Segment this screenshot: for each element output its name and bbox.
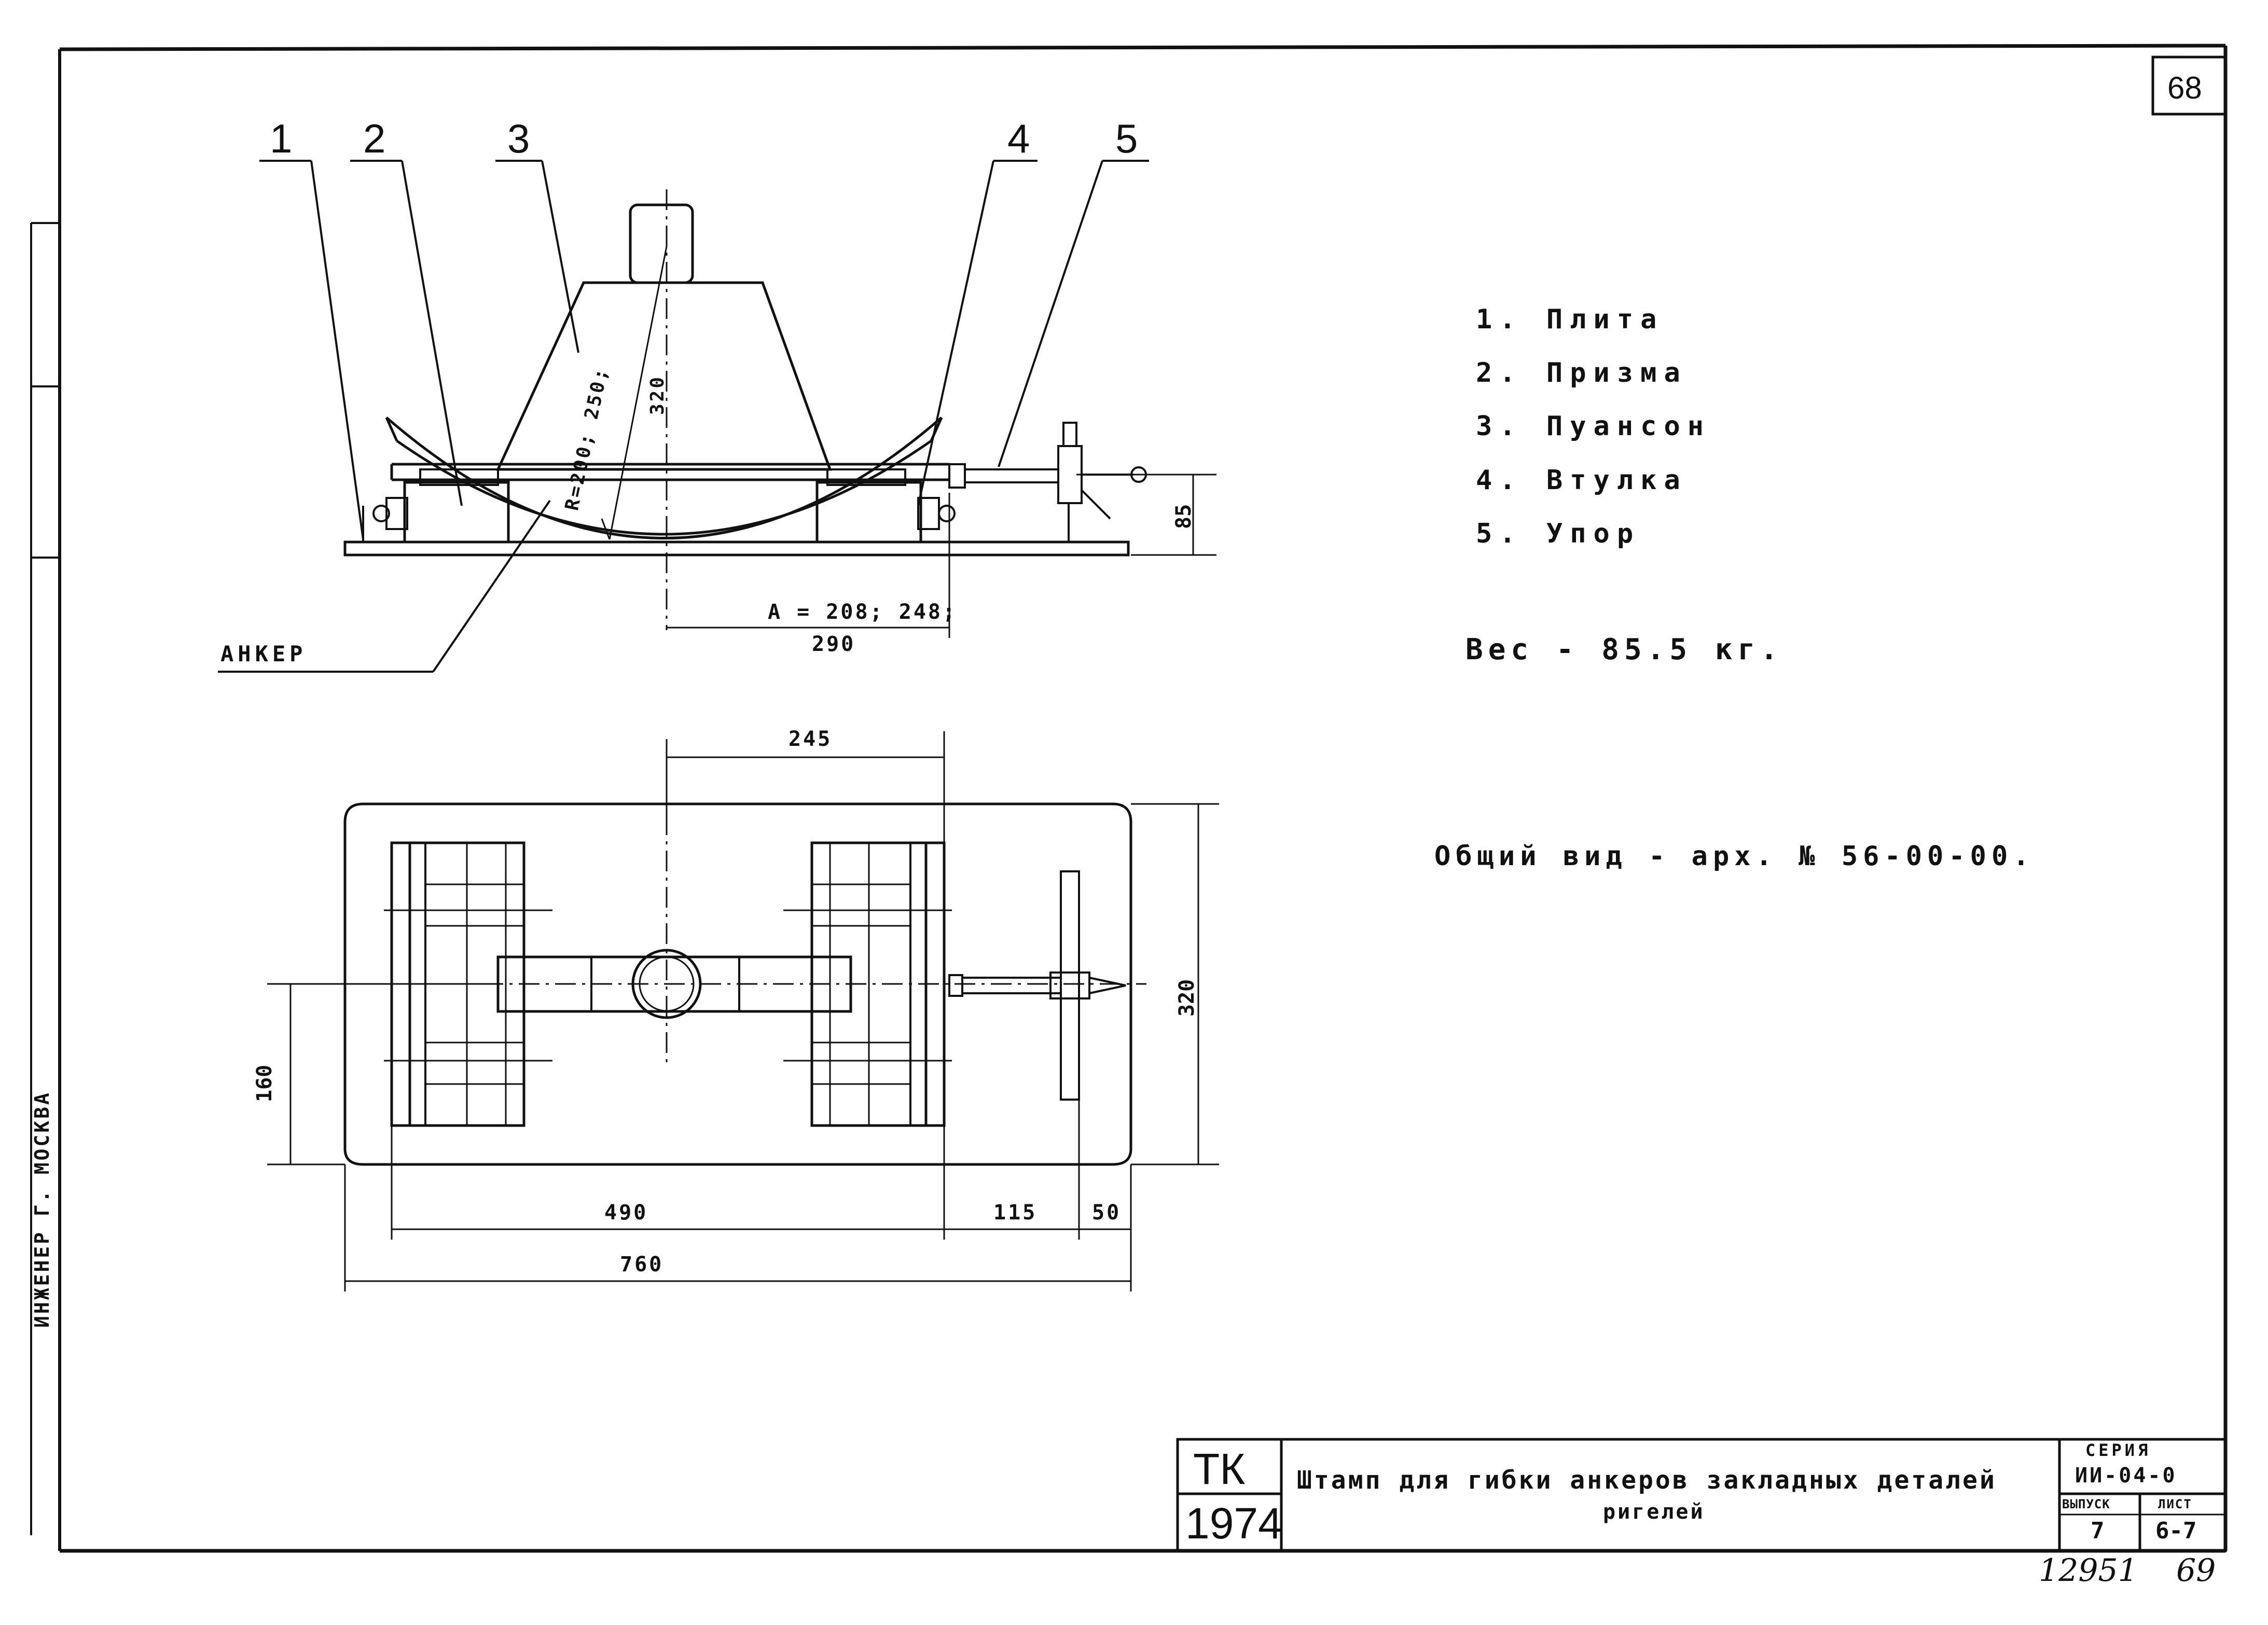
sheet-value: 6-7 xyxy=(2155,1518,2197,1544)
punch xyxy=(496,281,832,471)
sheet-frame xyxy=(30,44,2228,1553)
legend-item-2: 2. Призма xyxy=(1476,357,1688,388)
dim-760: 760 xyxy=(620,1253,664,1276)
front-view xyxy=(343,203,1147,557)
radius-dim-line2: 320 xyxy=(647,374,668,415)
plan-dimensions xyxy=(267,731,1219,1291)
general-view-note: Общий вид - арх. № 56-00-00. xyxy=(1434,841,2035,872)
handwritten-page: 69 xyxy=(2176,1552,2216,1589)
drawing-title-line1: Штамп для гибки анкеров закладных детале… xyxy=(1297,1466,1997,1495)
legend-item-1: 1. Плита xyxy=(1476,304,1664,335)
base-plate xyxy=(343,540,1130,557)
dim-160: 160 xyxy=(253,1064,276,1102)
a-dim-line1: А = 208; 248; xyxy=(768,600,958,624)
weight-note: Вес - 85.5 кг. xyxy=(1465,633,1783,666)
issue-value: 7 xyxy=(2091,1518,2105,1544)
radius-leaders xyxy=(601,246,668,540)
callout-leaders xyxy=(218,160,1149,673)
title-block xyxy=(1176,1438,2227,1552)
issue-label: ВЫПУСК xyxy=(2062,1497,2110,1511)
sheet-number: 68 xyxy=(2167,71,2202,105)
stop-device xyxy=(948,422,1147,542)
handwritten-number: 12951 xyxy=(2039,1552,2138,1589)
legend-item-3: 3. Пуансон xyxy=(1476,411,1711,442)
left-prism xyxy=(403,481,510,544)
dim-115: 115 xyxy=(993,1201,1038,1225)
anchor-label: АНКЕР xyxy=(220,641,307,666)
dim-50: 50 xyxy=(1092,1201,1122,1225)
callout-4: 4 xyxy=(1007,116,1030,161)
dim-490: 490 xyxy=(604,1201,648,1225)
plan-base-plate xyxy=(343,802,1132,1166)
dim-245: 245 xyxy=(789,727,833,751)
side-stamp: ИНЖЕНЕР Г. МОСКВА xyxy=(31,1091,53,1328)
title-year: 1974 xyxy=(1185,1499,1282,1548)
series-label: СЕРИЯ xyxy=(2085,1440,2151,1460)
drawing-title-line2: ригелей xyxy=(1603,1500,1705,1524)
title-org: ТК xyxy=(1193,1445,1246,1493)
a-dim-line2: 290 xyxy=(812,632,856,656)
callout-1: 1 xyxy=(270,116,293,161)
plan-stop-bar xyxy=(1060,870,1080,1101)
callout-3: 3 xyxy=(507,116,530,161)
plan-view xyxy=(343,802,1132,1166)
legend-item-4: 4. Втулка xyxy=(1476,465,1688,496)
legend-item-5: 5. Упор xyxy=(1476,518,1641,549)
series-value: ИИ-04-0 xyxy=(2075,1464,2177,1488)
sheet-label: ЛИСТ xyxy=(2158,1497,2192,1511)
dim-320: 320 xyxy=(1175,979,1199,1017)
right-prism xyxy=(815,481,922,544)
anchor-inner xyxy=(396,439,932,536)
punch-stem xyxy=(629,203,694,284)
anchor-outer xyxy=(385,416,943,539)
front-dimensions xyxy=(667,474,1216,638)
dim-85: 85 xyxy=(1172,504,1196,529)
callout-5: 5 xyxy=(1115,116,1138,161)
callout-2: 2 xyxy=(363,116,386,161)
